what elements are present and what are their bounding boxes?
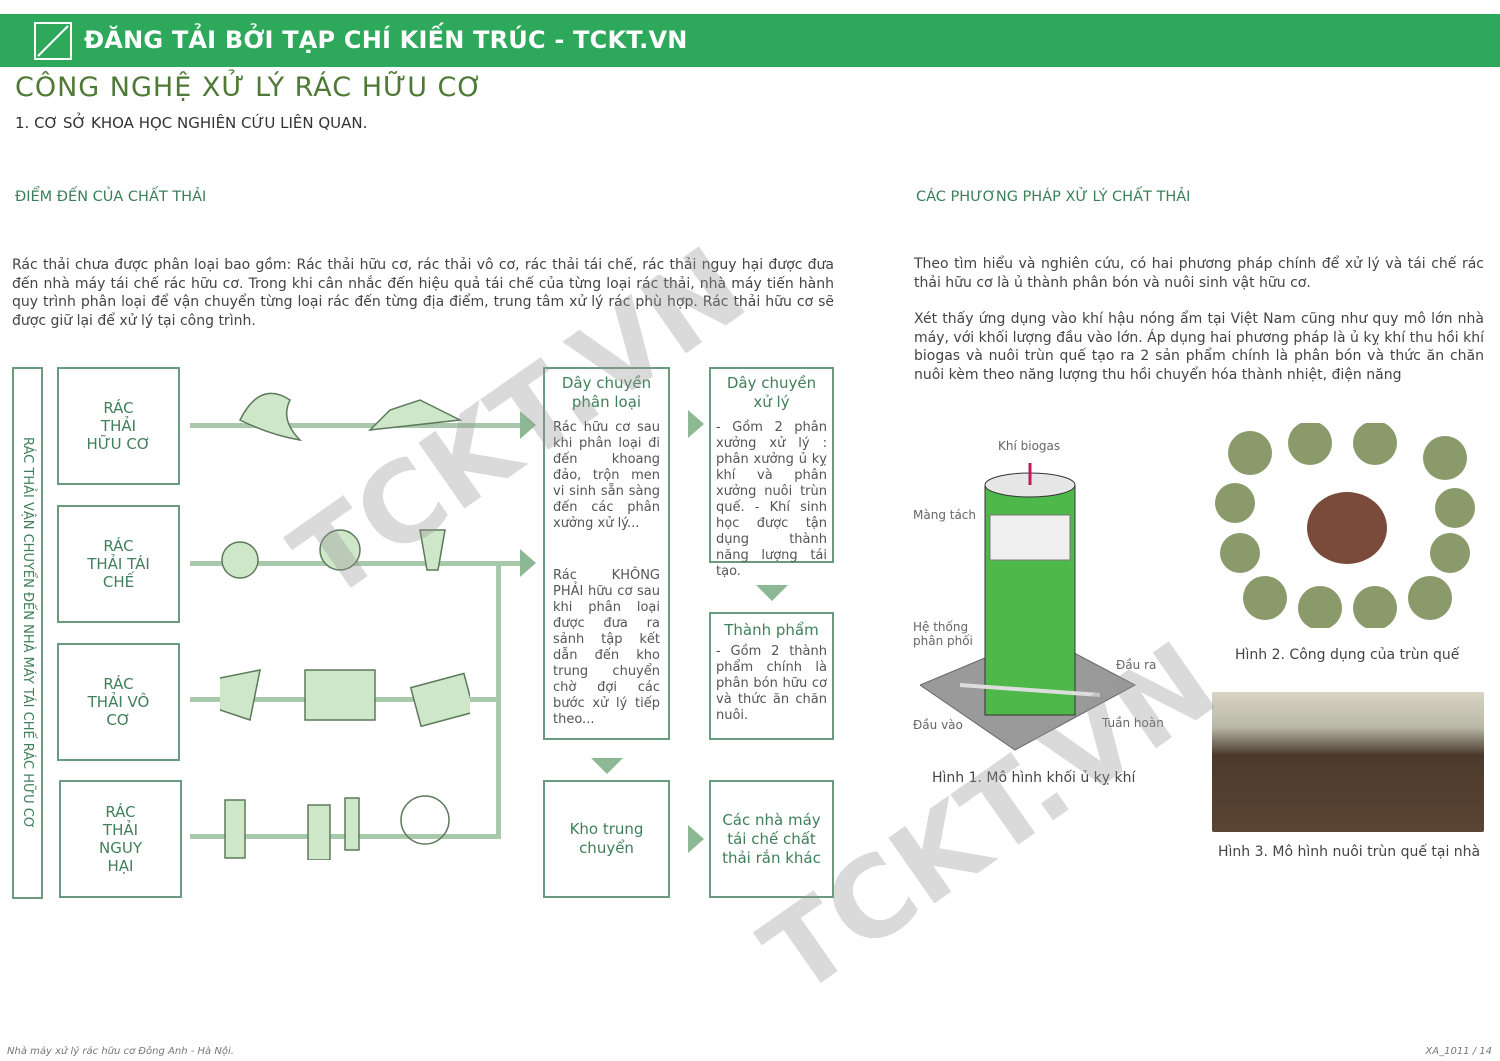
right-paragraph-1: Theo tìm hiểu và nghiên cứu, có hai phươ… (914, 256, 1484, 291)
sorting-body-2: Rác KHÔNG PHẢI hữu cơ sau khi phân loại … (553, 568, 660, 727)
label-outlet: Đầu ra (1116, 658, 1157, 672)
product-body: - Gồm 2 thành phẩm chính là phân bón hữu… (716, 644, 827, 723)
category-inorganic: RÁC THẢI VÔ CƠ (57, 643, 180, 761)
logo-icon (34, 22, 72, 60)
right-heading: CÁC PHƯƠNG PHÁP XỬ LÝ CHẤT THẢI (916, 189, 1191, 205)
earthworm-uses-image (1215, 423, 1475, 628)
label-distribution: Hệ thống phân phối (913, 620, 973, 648)
category-recyclable: RÁC THẢI TÁI CHẾ (57, 505, 180, 623)
flow-line (496, 561, 501, 839)
warehouse-box: Kho trung chuyển (543, 780, 670, 898)
product-box: Thành phẩm - Gồm 2 thành phẩm chính là p… (709, 612, 834, 740)
category-organic: RÁC THẢI HỮU CƠ (57, 367, 180, 485)
vertical-label: RÁC THẢI VẬN CHUYỂN ĐẾN NHÀ MÁY TÁI CHẾ … (20, 437, 35, 829)
spray-can-icon (224, 799, 246, 859)
lightbulb-icon (319, 529, 361, 571)
arrow-right-icon (520, 411, 536, 439)
label-membrane: Màng tách (913, 508, 977, 522)
label-biogas: Khí biogas (998, 439, 1061, 453)
left-heading: ĐIỂM ĐẾN CỦA CHẤT THẢI (15, 189, 207, 205)
vertical-label-box: RÁC THẢI VẬN CHUYỂN ĐẾN NHÀ MÁY TÁI CHẾ … (12, 367, 43, 899)
arrow-right-icon (520, 549, 536, 577)
sorting-title: Dây chuyền phân loại (561, 374, 652, 411)
battery-icon (307, 804, 331, 860)
fish-bone-icon (367, 399, 463, 431)
footer-project: Nhà máy xử lý rác hữu cơ Đông Anh - Hà N… (7, 1046, 234, 1057)
earthworm-farm-photo (1212, 692, 1484, 832)
sorting-line-box: Dây chuyền phân loại Rác hữu cơ sau khi … (543, 367, 670, 740)
page-title: CÔNG NGHỆ XỬ LÝ RÁC HỮU CƠ (15, 72, 484, 103)
arrow-right-icon (688, 410, 704, 438)
footer-page-number: XA_1011 / 14 (1425, 1046, 1492, 1057)
arrow-down-icon (756, 585, 788, 601)
cable-icon (400, 795, 450, 845)
waste-illustrations (220, 392, 470, 860)
processing-title: Dây chuyền xử lý (726, 374, 817, 411)
sorting-body-1: Rác hữu cơ sau khi phân loại đi đến khoa… (553, 420, 660, 531)
header-bar: ĐĂNG TẢI BỞI TẠP CHÍ KIẾN TRÚC - TCKT.VN (0, 14, 1500, 67)
label-inlet: Đầu vào (913, 718, 963, 732)
anaerobic-digester-diagram (920, 463, 1137, 751)
arrow-right-icon (688, 825, 704, 853)
banana-peel-icon (238, 392, 303, 442)
right-paragraph-2: Xét thấy ứng dụng vào khí hậu nóng ẩm tạ… (914, 311, 1484, 383)
header-title: ĐĂNG TẢI BỞI TẠP CHÍ KIẾN TRÚC - TCKT.VN (84, 26, 688, 54)
arrow-down-icon (591, 758, 623, 774)
left-paragraph: Rác thải chưa được phân loại bao gồm: Rá… (12, 257, 834, 329)
cauliflower-icon (221, 541, 259, 579)
battery-icon (344, 797, 360, 851)
category-hazardous: RÁC THẢI NGUY HẠI (59, 780, 182, 898)
caption-figure-3: Hình 3. Mô hình nuôi trùn quế tại nhà (1218, 844, 1481, 860)
caption-figure-2: Hình 2. Công dụng của trùn quế (1235, 647, 1460, 663)
section-subtitle: 1. CƠ SỞ KHOA HỌC NGHIÊN CỨU LIÊN QUAN. (15, 114, 368, 132)
caption-figure-1: Hình 1. Mô hình khối ủ kỵ khí (932, 770, 1136, 786)
flow-line (190, 423, 520, 428)
label-recirculation: Tuần hoàn (1102, 716, 1164, 730)
paper-icon (220, 669, 261, 721)
glass-icon (419, 529, 446, 571)
processing-line-box: Dây chuyền xử lý - Gồm 2 phân xưởng xử l… (709, 367, 834, 579)
microwave-icon (304, 669, 376, 721)
other-plants-box: Các nhà máy tái chế chất thải rắn khác (709, 780, 834, 898)
product-title: Thành phẩm (724, 621, 819, 639)
processing-body: - Gồm 2 phân xưởng xử lý : phân xưởng ủ … (716, 420, 827, 579)
cloth-icon (409, 672, 470, 728)
